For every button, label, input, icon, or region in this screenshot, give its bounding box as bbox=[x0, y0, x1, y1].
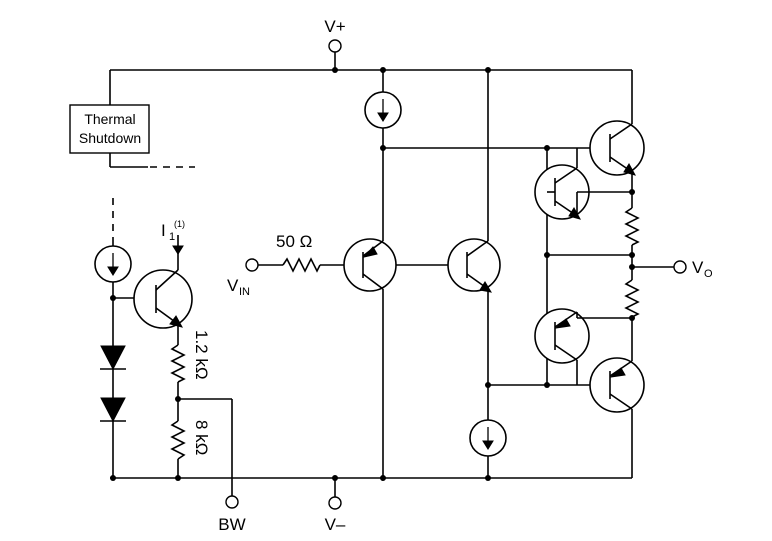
v-minus-terminal bbox=[328, 496, 342, 510]
vo-terminal bbox=[673, 260, 687, 274]
v-minus-label: V– bbox=[325, 515, 346, 534]
bias-diode-1 bbox=[100, 345, 126, 371]
thermal-label-line1: Thermal bbox=[84, 111, 135, 127]
thermal-shutdown-block: Thermal Shutdown bbox=[69, 104, 195, 168]
junction-dots bbox=[110, 67, 635, 481]
i1-current-arrow bbox=[172, 235, 184, 270]
negative-rail bbox=[110, 477, 632, 497]
bw-wire bbox=[178, 398, 233, 496]
input-resistor-label: 50 Ω bbox=[276, 232, 312, 251]
bias-transistor bbox=[133, 269, 193, 329]
resistor-lower-bias bbox=[170, 420, 186, 478]
output-upper-transistor bbox=[589, 120, 645, 176]
vin-terminal bbox=[245, 258, 259, 272]
vin-subscript: IN bbox=[239, 286, 250, 298]
bw-label: BW bbox=[218, 515, 245, 534]
emitter-resistor-lower bbox=[624, 279, 640, 361]
upper-current-source bbox=[364, 70, 402, 148]
emitter-resistor-upper bbox=[624, 207, 640, 280]
second-stage-transistor bbox=[447, 238, 501, 293]
i1-label: I bbox=[161, 221, 166, 240]
driver-upper-transistor bbox=[534, 164, 590, 220]
i1-subscript: 1 bbox=[169, 231, 175, 243]
thermal-label-line2: Shutdown bbox=[79, 130, 141, 146]
bias-current-source bbox=[94, 245, 132, 283]
output-lower-transistor bbox=[589, 357, 645, 413]
bw-terminal bbox=[225, 495, 239, 509]
resistor-upper-bias bbox=[170, 324, 186, 421]
input-transistor bbox=[343, 238, 397, 292]
vo-subscript: O bbox=[704, 268, 713, 280]
vo-label: V bbox=[692, 258, 704, 277]
v-plus-terminal bbox=[328, 39, 342, 53]
bias-diode-2 bbox=[100, 397, 126, 423]
v-plus-label: V+ bbox=[324, 17, 345, 36]
lower-current-source bbox=[469, 419, 507, 478]
driver-lower-transistor bbox=[534, 308, 590, 364]
lower-bias-resistor-label: 8 kΩ bbox=[192, 420, 211, 455]
bias-chain bbox=[112, 198, 156, 478]
upper-bias-resistor-label: 1.2 kΩ bbox=[192, 330, 211, 380]
i1-note: (1) bbox=[174, 219, 185, 229]
vin-label: V bbox=[227, 276, 239, 295]
